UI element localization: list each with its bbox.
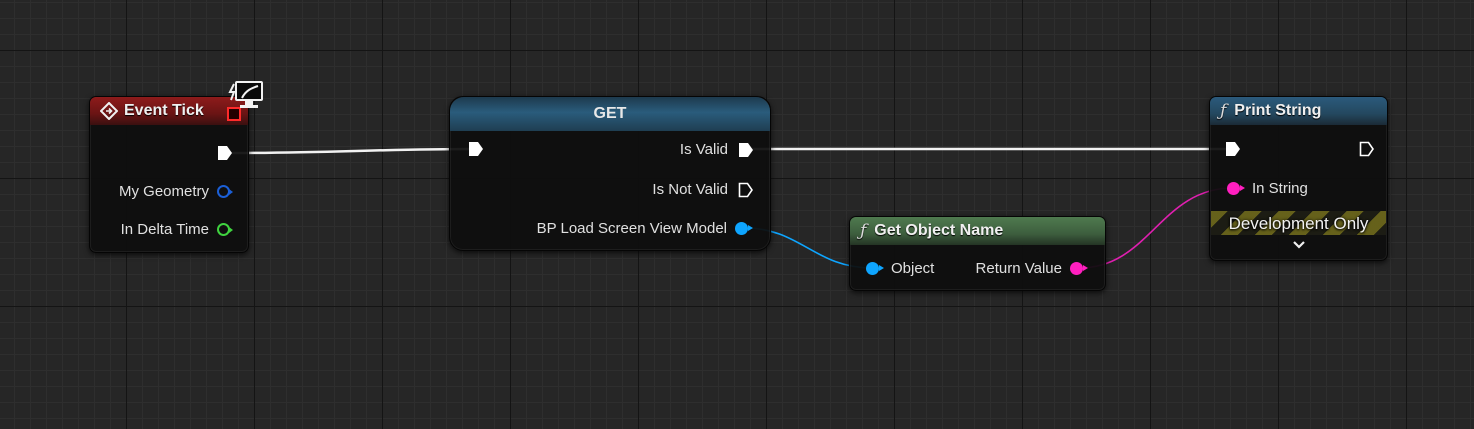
pin-row-return-value: Return Value [975,260,1088,277]
is-valid-label: Is Valid [679,141,728,158]
chevron-down-icon[interactable] [1210,237,1387,253]
exec-wire-tick-to-get[interactable] [230,147,476,155]
print-exec-out-pin[interactable] [1359,141,1375,157]
my-geometry-label: My Geometry [118,183,209,200]
print-exec-in-pin[interactable] [1225,141,1241,157]
pin-row-object: Object [866,260,934,277]
get-header[interactable]: GET [450,97,770,131]
is-not-valid-label: Is Not Valid [652,181,728,198]
print-string-title: Print String [1234,102,1322,119]
get-object-name-header[interactable]: ƒ Get Object Name [850,217,1105,245]
event-tick-node[interactable]: Event Tick My Geometry In Delta Time [89,96,249,253]
in-string-pin[interactable] [1227,182,1245,195]
exec-in-pin-row [468,141,484,157]
exec-out-pin-row [217,145,233,161]
in-string-label: In String [1252,180,1308,197]
view-model-label: BP Load Screen View Model [536,220,727,237]
exec-out-pin[interactable] [217,145,233,161]
pin-row-is-not-valid: Is Not Valid [652,181,754,198]
return-value-pin[interactable] [1070,262,1088,275]
get-object-name-node[interactable]: ƒ Get Object Name Object Return Value [849,216,1106,291]
pin-row-is-valid: Is Valid [680,141,754,158]
print-string-node[interactable]: ƒ Print String In String Development Onl… [1209,96,1388,261]
print-exec-in-row [1225,141,1241,157]
get-object-name-title: Get Object Name [874,222,1004,239]
pin-row-in-delta-time: In Delta Time [120,221,233,238]
object-label: Object [891,260,935,277]
development-only-stripe [1211,211,1386,235]
function-icon: ƒ [1220,101,1227,121]
get-exec-in-pin[interactable] [468,141,484,157]
is-valid-exec-pin[interactable] [738,142,754,158]
is-not-valid-exec-pin[interactable] [738,182,754,198]
print-string-header[interactable]: ƒ Print String [1210,97,1387,125]
view-model-pin[interactable] [735,222,753,235]
event-tick-header[interactable]: Event Tick [90,97,248,125]
object-pin[interactable] [866,262,884,275]
function-icon: ƒ [860,221,867,241]
delegate-pin-icon[interactable] [227,107,241,121]
print-exec-out-row [1359,141,1375,157]
get-title: GET [593,105,627,122]
pin-row-in-string: In String [1227,180,1308,197]
get-node[interactable]: GET Is Valid Is Not Valid BP Load Screen… [449,96,771,251]
pin-row-my-geometry: My Geometry [118,183,233,200]
development-only-label: Development Only [1228,214,1369,233]
client-network-icon [228,81,263,108]
in-delta-time-label: In Delta Time [120,221,209,238]
my-geometry-pin[interactable] [217,185,233,198]
event-tick-title: Event Tick [124,102,204,119]
return-value-label: Return Value [975,260,1062,277]
in-delta-time-pin[interactable] [217,223,233,236]
diamond-event-icon [100,102,118,120]
pin-row-view-model: BP Load Screen View Model [536,220,753,237]
